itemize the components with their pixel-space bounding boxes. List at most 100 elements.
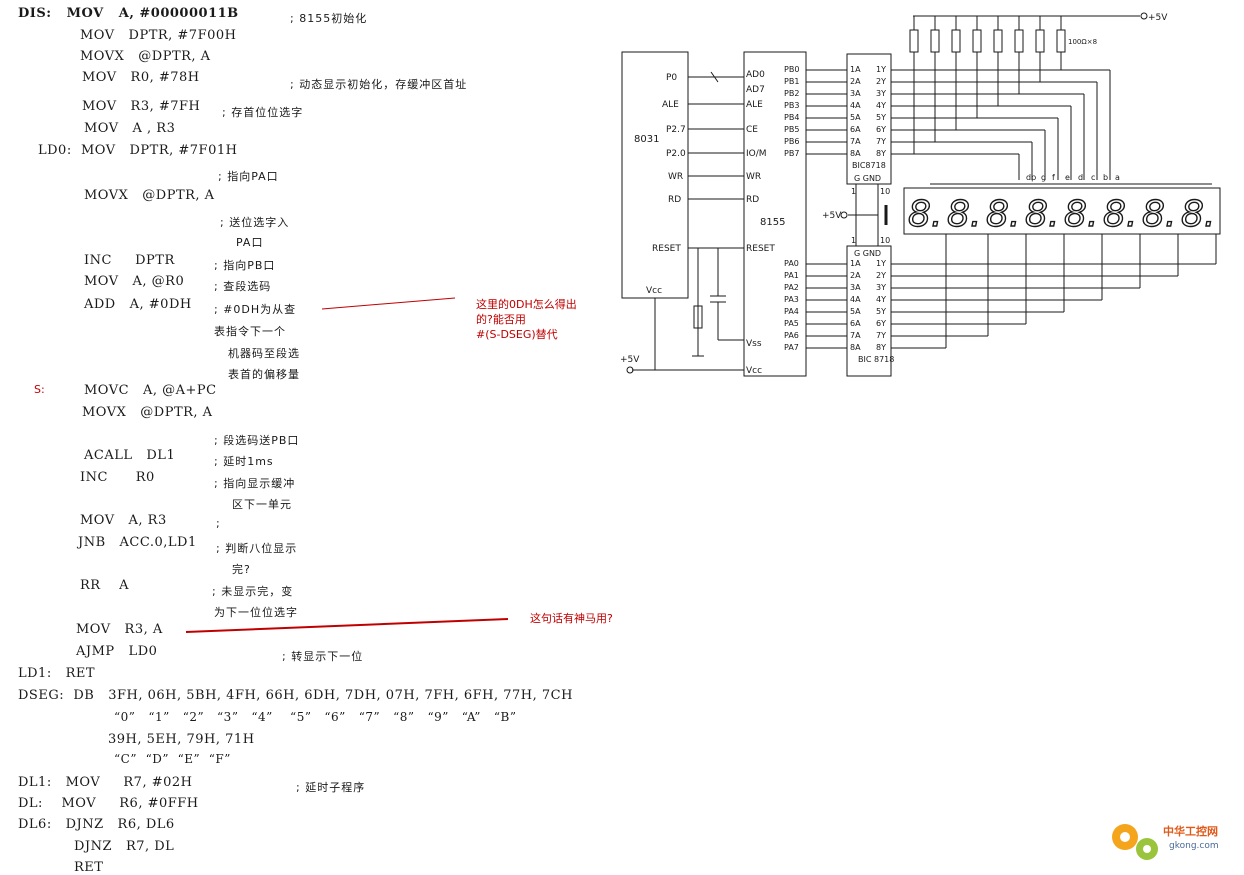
code-line: MOV R3, #7FH <box>82 99 201 114</box>
code-line: MOV A , R3 <box>84 121 176 136</box>
code-line: ADD A, #0DH <box>84 297 192 312</box>
annotation-underline <box>185 618 509 633</box>
seven-segment-digit: 8. <box>986 194 1020 235</box>
chip-8155-label: 8155 <box>760 217 785 228</box>
pb-pin: PB7 <box>784 149 799 158</box>
code-line: LD1: RET <box>18 666 96 681</box>
pb-pin: PB2 <box>784 89 799 98</box>
chip-8155-box <box>743 51 807 377</box>
pb-pin: PB5 <box>784 125 799 134</box>
driver-pin: 4A <box>850 101 861 110</box>
segment-label: dp <box>1026 173 1036 182</box>
driver-pin: 1A <box>850 65 861 74</box>
power-label: +5V <box>1148 13 1168 23</box>
cpu-pin: P2.0 <box>666 149 686 159</box>
chip-pin: WR <box>746 172 761 182</box>
segment-label: e <box>1065 173 1070 182</box>
code-line: MOV DPTR, #7F00H <box>80 28 237 43</box>
seven-segment-digit: 8. <box>1064 194 1098 235</box>
code-line: “C” “D” “E” “F” <box>114 752 231 766</box>
code-line: DL: MOV R6, #0FFH <box>18 796 199 811</box>
driver-pin: 3Y <box>876 89 886 98</box>
code-comment: ; 查段选码 <box>214 280 272 293</box>
chip-pin: CE <box>746 125 758 135</box>
seven-segment-digit: 8. <box>908 194 942 235</box>
code-comment: ; #0DH为从查 <box>214 303 297 316</box>
code-line: MOVX @DPTR, A <box>80 49 211 64</box>
code-line: LD0: MOV DPTR, #7F01H <box>38 143 238 158</box>
driver-pin: 6Y <box>876 125 886 134</box>
driver-pin: 1Y <box>876 65 886 74</box>
segment-label: b <box>1103 173 1108 182</box>
code-line: MOVX @DPTR, A <box>82 405 213 420</box>
chip-pin: Vcc <box>746 366 762 376</box>
segment-label: a <box>1115 173 1120 182</box>
code-comment: ; 动态显示初始化，存缓冲区首址 <box>290 78 468 91</box>
code-line: RET <box>74 860 104 875</box>
code-comment: 表指令下一个 <box>214 325 286 338</box>
pin-number: 1 <box>851 187 856 196</box>
pb-pin: PB1 <box>784 77 799 86</box>
code-comment: 为下一位位选字 <box>214 606 298 619</box>
code-comment: 区下一单元 <box>232 498 292 511</box>
cpu-pin: RD <box>668 195 681 205</box>
seven-segment-digit: 8. <box>1181 194 1215 235</box>
code-comment: PA口 <box>236 236 264 249</box>
pb-pin: PB3 <box>784 101 799 110</box>
code-line: RR A <box>80 578 129 593</box>
pb-pin: PB4 <box>784 113 799 122</box>
cpu-pin: Vcc <box>646 286 662 296</box>
code-line: DL6: DJNZ R6, DL6 <box>18 817 175 832</box>
driver-pin: 2Y <box>876 271 886 280</box>
cpu-pin: ALE <box>662 100 679 110</box>
cpu-pin: RESET <box>652 244 681 254</box>
code-line: 39H, 5EH, 79H, 71H <box>108 732 255 747</box>
driver-gnd-label: G GND <box>854 249 881 258</box>
driver-pin: 1Y <box>876 259 886 268</box>
code-line: MOVC A, @A+PC <box>84 383 217 398</box>
code-comment: ; 存首位位选字 <box>222 106 304 119</box>
code-line: DJNZ R7, DL <box>74 839 175 854</box>
annotation-question-2: 这句话有神马用? <box>530 612 613 625</box>
code-comment: ; 延时1ms <box>214 455 274 468</box>
pin-number: 10 <box>880 187 890 196</box>
cpu-pin: P2.7 <box>666 125 686 135</box>
chip-pin: AD7 <box>746 85 765 95</box>
code-line: MOV A, @R0 <box>84 274 185 289</box>
driver-pin: 8A <box>850 343 861 352</box>
watermark-brand: 中华工控网 <box>1163 824 1218 838</box>
pa-pin: PA1 <box>784 271 799 280</box>
code-line: MOV R3, A <box>76 622 163 637</box>
code-line: DIS: MOV A, #00000011B <box>18 6 239 21</box>
annotation-leader-line <box>321 297 456 310</box>
code-comment: ; 延时子程序 <box>296 781 366 794</box>
code-comment: ; 未显示完，变 <box>212 585 294 598</box>
driver-pin: 5A <box>850 113 861 122</box>
driver-upper-box <box>846 53 892 185</box>
driver-gnd-label: G GND <box>854 174 881 183</box>
segment-label: g <box>1041 173 1046 182</box>
code-comment: ; <box>216 517 221 530</box>
annotation-question-1: 这里的0DH怎么得出 的?能否用 #(S-DSEG)替代 <box>476 298 577 341</box>
driver-pin: 4Y <box>876 101 886 110</box>
driver-label: BIC8718 <box>852 161 886 170</box>
gkong-watermark: 中华工控网 gkong.com <box>1105 815 1240 871</box>
seven-segment-digit: 8. <box>1025 194 1059 235</box>
circuit-diagram: 8031 P0 ALE P2.7 P2.0 WR RD RESET Vcc 81… <box>620 12 1221 377</box>
pin-number: 10 <box>880 236 890 245</box>
driver-pin: 6Y <box>876 319 886 328</box>
driver-pin: 4Y <box>876 295 886 304</box>
pb-pin: PB6 <box>784 137 799 146</box>
pa-pin: PA7 <box>784 343 799 352</box>
driver-pin: 7A <box>850 137 861 146</box>
driver-lower-box <box>846 245 892 377</box>
driver-pin: 2A <box>850 77 861 86</box>
segment-label: f <box>1052 173 1055 182</box>
code-comment: 机器码至段选 <box>228 347 300 360</box>
code-line: MOV A, R3 <box>80 513 167 528</box>
seven-segment-digit: 8. <box>947 194 981 235</box>
driver-pin: 4A <box>850 295 861 304</box>
chip-pin: RESET <box>746 244 775 254</box>
driver-pin: 7A <box>850 331 861 340</box>
